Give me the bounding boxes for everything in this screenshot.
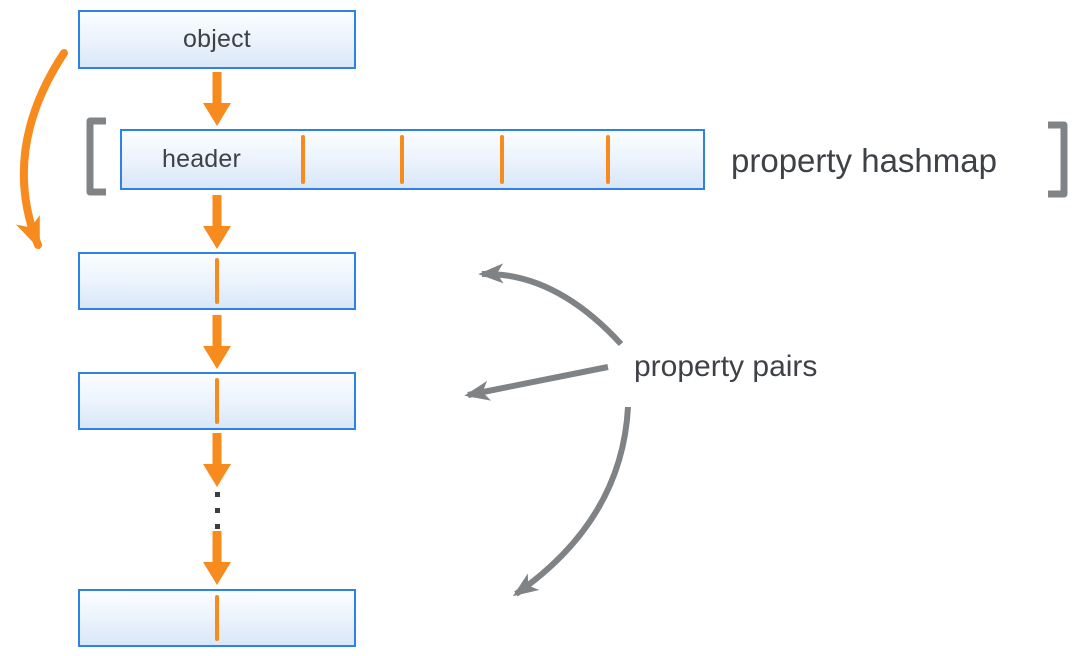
right-bracket-icon [1048,121,1068,198]
pair-divider [215,378,219,424]
arrow-down-icon [203,531,231,585]
pair-divider [215,258,219,304]
hashmap-cell-divider [606,135,610,184]
left-bracket-icon [86,117,106,196]
pairs-arrow-bottom-icon [512,406,631,597]
hashmap-label: property hashmap [731,142,997,179]
hashmap-cell-divider [500,135,504,184]
property-pair-box [78,252,356,310]
hashmap-cell-divider [301,135,305,184]
object-box: object [78,10,356,69]
ellipsis-dot [215,524,220,529]
property-pair-box [78,372,356,430]
ellipsis-dot [215,492,220,497]
pair-divider [215,595,219,641]
object-box-label: object [183,25,251,53]
pairs-arrow-middle-icon [464,364,609,401]
arrow-down-icon [203,315,231,369]
arrow-down-icon [203,433,231,487]
arrow-down-icon [203,72,231,126]
curved-arrow-object-to-pairs-icon [16,49,68,250]
ellipsis-dot [215,508,220,513]
hashmap-box: header [120,129,705,190]
property-pair-box [78,589,356,647]
hashmap-header-label: header [162,145,242,173]
hashmap-cell-divider [400,135,404,184]
pairs-arrow-top-icon [478,263,624,347]
arrow-down-icon [203,195,231,249]
pairs-label: property pairs [634,350,818,383]
